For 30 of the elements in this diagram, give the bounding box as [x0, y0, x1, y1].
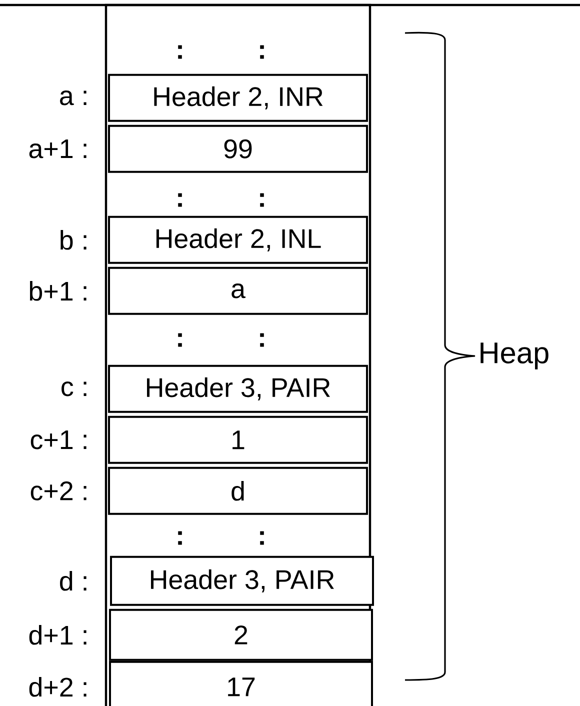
heap-label: Heap: [480, 342, 548, 370]
memory-cell: Header 2, INL: [108, 216, 368, 264]
ellipsis-dots: :: [178, 333, 182, 347]
address-label: d :: [60, 571, 86, 591]
address-label: d+2 :: [29, 677, 86, 697]
memory-cell: Header 3, PAIR: [110, 556, 374, 606]
memory-cell: 1: [108, 416, 368, 464]
memory-cell: d: [108, 466, 368, 515]
ellipsis-dots: :: [260, 193, 264, 207]
ellipsis-dots: :: [260, 333, 264, 347]
address-label: a :: [60, 90, 86, 106]
address-label: a+1 :: [29, 140, 86, 158]
memory-cell: a: [108, 266, 368, 315]
memory-cell: Header 2, INR: [108, 74, 368, 122]
ellipsis-dots: :: [260, 531, 264, 545]
address-label: b+1 :: [30, 281, 86, 301]
address-label: c+1 :: [30, 430, 86, 450]
memory-cell: Header 3, PAIR: [108, 364, 368, 413]
ellipsis-dots: :: [178, 531, 182, 545]
memory-cell: 2: [109, 608, 373, 661]
address-label: c+2 :: [30, 481, 86, 500]
ellipsis-dots: :: [178, 193, 182, 207]
ellipsis-dots: :: [178, 45, 182, 59]
address-label: c :: [62, 382, 86, 396]
memory-column: [104, 4, 372, 706]
ellipsis-dots: :: [260, 45, 264, 59]
memory-cell: 99: [108, 124, 368, 173]
address-label: d+1 :: [29, 625, 86, 645]
address-label: b :: [60, 230, 86, 250]
memory-cell: 17: [109, 660, 373, 706]
